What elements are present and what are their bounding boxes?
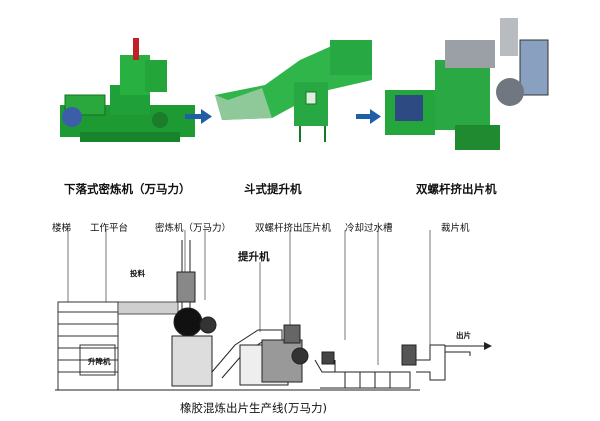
callout-cutter: 裁片机	[441, 223, 470, 234]
sheet-out-tag: 出片	[456, 331, 471, 340]
work-platform	[79, 301, 179, 376]
cooling-and-cutter	[314, 344, 471, 389]
stairs-structure	[57, 301, 119, 391]
callout-work-platform: 工作平台	[90, 223, 129, 234]
extruder-photo	[385, 18, 549, 150]
mixer-schematic	[171, 240, 217, 387]
mixer-photo	[60, 38, 195, 142]
flow-arrow-2	[356, 109, 381, 124]
flow-arrow-1	[185, 109, 212, 124]
lift-tag: 升降机	[88, 357, 111, 366]
diagram-caption: 橡胶混炼出片生产线(万马力)	[180, 401, 327, 415]
callout-extruder: 双螺杆挤出压片机	[255, 223, 332, 234]
mixer-photo-label: 下落式密炼机（万马力）	[64, 182, 191, 196]
extruder-photo-label: 双螺杆挤出片机	[416, 182, 497, 196]
callout-cooling-tank: 冷却过水槽	[345, 223, 393, 234]
elevator-photo	[215, 40, 372, 142]
elevator-photo-label: 斗式提升机	[244, 182, 302, 196]
feed-tag: 投料	[130, 269, 145, 278]
elevator-tag: 提升机	[238, 251, 270, 263]
extruder-schematic	[261, 324, 309, 383]
callout-stairs: 楼梯	[52, 223, 72, 234]
callout-mixer: 密炼机（万马力）	[155, 223, 232, 234]
callout-leaders	[67, 230, 431, 365]
sheet-out-arrow	[445, 342, 492, 350]
